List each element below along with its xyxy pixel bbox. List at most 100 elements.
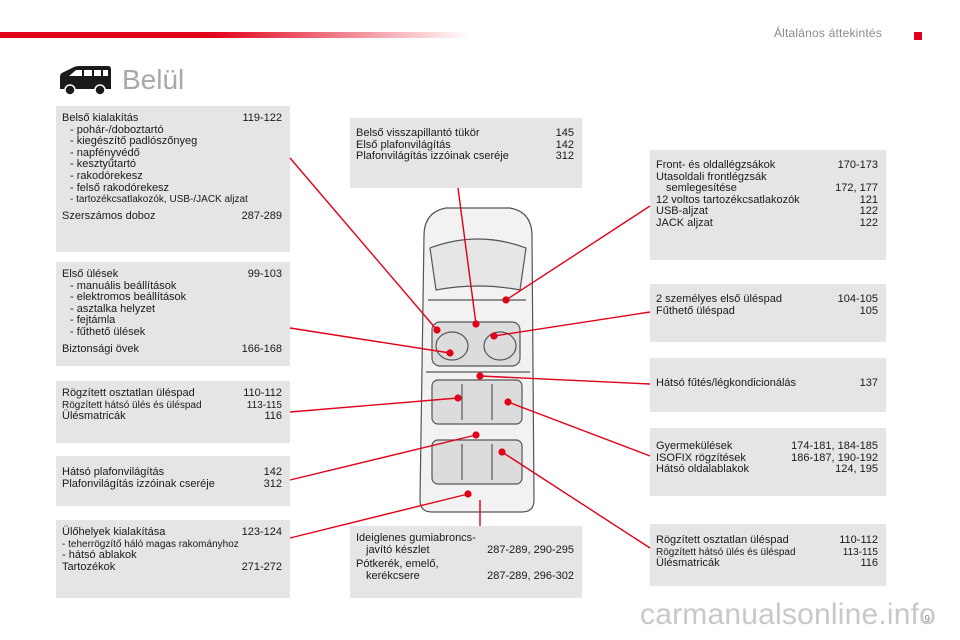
row-page: 104-105 [837,293,878,305]
row-label: Front- és oldallégzsákok [656,159,776,171]
row-page: 142 [263,466,282,478]
child-seats-box: Gyermekülések 174-181, 184-185 ISOFIX rög… [650,428,886,496]
callout-dot [464,490,472,498]
leader-line [479,375,651,385]
row-label: Plafonvilágítás izzóinak cseréje [62,477,215,490]
row-page: 105 [859,304,878,317]
seating-extra-page: 271-272 [241,560,282,573]
interior-title-page: 119-122 [242,112,282,124]
page-title: Belül [122,64,185,95]
front-seats-title-page: 99-103 [247,268,282,280]
row-label: 2 személyes első üléspad [656,293,782,305]
leader-line [289,434,477,481]
row-page: 312 [263,477,282,490]
leader-line [493,311,651,337]
list-item: - asztalka helyzet [70,302,155,315]
row-label: Hátsó fűtés/légkondicionálás [656,377,797,389]
leader-line [457,187,477,325]
row-page: 137 [859,377,878,389]
row-label: Hátsó plafonvilágítás [62,466,165,478]
row-label: Ideiglenes gumiabroncs- [356,532,476,544]
seating-extra-label: Tartozékok [62,560,116,573]
row-label: Plafonvilágítás izzóinak cseréje [356,150,509,163]
leader-line [289,397,459,413]
van-icon [60,66,111,96]
callout-dot [472,431,480,439]
front-seats-box: Első ülések 99-103 - manuális beállítások… [56,262,290,366]
page-number: 9 [924,614,930,625]
row-label: Utasoldali frontlégzsák [656,170,767,183]
callout-dots [433,296,512,498]
row-page: 145 [555,127,574,139]
row-label: USB-aljzat [656,205,708,218]
leader-line [505,205,651,301]
list-item: - napfényvédő [70,146,140,159]
rear-heating-box: Hátsó fűtés/légkondicionálás 137 [650,358,886,412]
header-accent-bar [0,32,470,38]
corner-marker [914,32,922,40]
row-page: 287-289, 290-295 [487,543,574,556]
list-item: - elektromos beállítások [70,291,187,304]
row-page: 110-112 [243,387,282,399]
row-page: 172, 177 [835,182,878,195]
callout-dot [504,398,512,406]
row-page: 122 [859,205,878,218]
row-page: 116 [860,557,878,570]
list-item: - hátsó ablakok [62,549,137,562]
watermark-text: carmanualsonline.info [640,598,937,631]
list-item: - teherrögzítő háló magas rakományhoz [62,538,239,550]
row-label: ISOFIX rögzítések [656,451,746,464]
list-item: - rakodórekesz [70,169,143,182]
callout-dot [446,349,454,357]
callout-dot [454,394,462,402]
row-label: Hátsó oldalablakok [656,463,749,476]
row-page: 116 [264,410,282,423]
row-page: 142 [555,138,574,151]
seating-title: Ülőhelyek kialakítása [62,526,166,538]
row-label: Ülésmatricák [656,557,720,570]
section-title: Általános áttekintés [773,26,882,40]
list-item: - kiegészítő padlószőnyeg [70,135,198,148]
front-seats-extra-page: 166-168 [241,342,282,355]
row-page: 124, 195 [835,463,878,476]
row-label: Első plafonvilágítás [356,138,451,151]
row-page: 121 [859,193,878,206]
interior-box: Belső kialakítás 119-122 - pohár-/dobozta… [56,106,290,252]
callout-dot [502,296,510,304]
list-item: - pohár-/doboztartó [70,123,164,136]
row-page: 174-181, 184-185 [791,440,878,452]
row-page: 170-173 [837,159,878,171]
list-item: - kesztyűtartó [70,158,137,171]
van-body [419,207,535,513]
front-seats-title: Első ülések [62,268,119,280]
row-label: 12 voltos tartozékcsatlakozók [656,193,800,206]
interior-title: Belső kialakítás [62,112,139,124]
page-heading: Belül [56,60,184,100]
seating-title-page: 123-124 [241,526,282,538]
leader-lines [289,157,651,549]
row-label: Pótkerék, emelő, [356,558,439,571]
row-label: Fűthető üléspad [656,304,735,317]
list-item: - manuális beállítások [70,279,177,292]
row-label: semlegesítése [666,182,737,195]
front-seats-extra-label: Biztonsági övek [62,342,140,355]
list-item: - felső rakodórekesz [70,181,170,194]
row-page: 122 [859,216,878,229]
callout-dot [490,332,498,340]
row-page: 312 [555,150,574,163]
list-item: - fejtámla [70,314,116,327]
interior-extra-label: Szerszámos doboz [62,209,156,222]
row-page: 113-115 [842,546,878,558]
row-label: Gyermekülések [656,440,733,452]
row-label: Rögzített osztatlan üléspad [656,534,789,546]
interior-extra-page: 287-289 [241,209,282,222]
callout-dot [472,320,480,328]
seating-box: Ülőhelyek kialakítása 123-124 - teherrögz… [56,520,290,598]
row-page: 110-112 [839,534,878,546]
front-bench-box: 2 személyes első üléspad 104-105 Fűthető … [650,284,886,342]
callout-dot [476,372,484,380]
